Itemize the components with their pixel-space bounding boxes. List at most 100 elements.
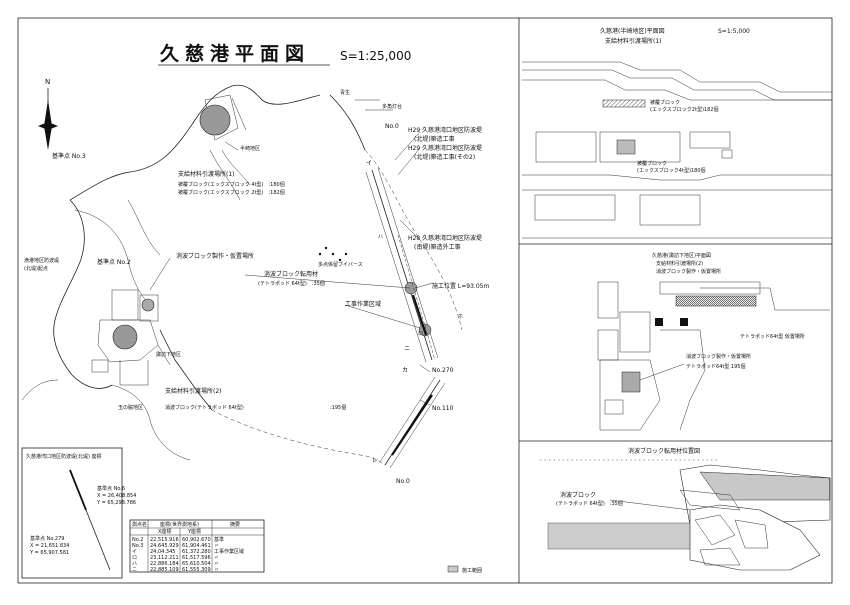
label-supply2-a: 消波ブロック(テトラポッド 64t型) [165, 404, 244, 411]
panel-hansaki: 久慈港(半崎地区)平面図 S=1:5,000 支給材料引渡場所(1) 被覆ブロッ… [522, 27, 832, 239]
table-cell: ロ [132, 555, 137, 561]
panel1-note1-a: 被覆ブロック [650, 99, 680, 106]
table-subheader-1: X座標 [158, 528, 171, 535]
main-title: 久慈港平面図 [160, 42, 310, 65]
label-h28b: (南堤)築造外工事 [414, 243, 461, 251]
coastline-west [53, 199, 113, 389]
table-cell: 61,904.461 [182, 543, 211, 549]
label-h29-2b: (北堤)築造工事(その2) [414, 153, 475, 161]
table-cell: ニ [132, 567, 137, 573]
table-cell: 23,112.211 [150, 555, 179, 561]
label-tetra64: (テトラポッド 64t型) :35個 [258, 280, 325, 287]
label-no270: No.270 [432, 367, 454, 374]
panel1-x-block-4t [616, 139, 636, 155]
south-breakwater [211, 376, 446, 469]
supply-area-1-marker [199, 104, 231, 136]
table-header-0: 測点名 [132, 521, 147, 528]
table-cell: 22,885.109 [150, 567, 179, 573]
inset-kijun279: 基準点 No.279 [30, 535, 64, 542]
panel2-title-b: 支給材料引渡場所(2) [656, 260, 703, 267]
table-cell: 61,555.309 [182, 567, 211, 573]
legend-label: 施工範囲 [462, 567, 482, 574]
panel2-note-a: テトラポッド64t型 仮置場所 [740, 333, 805, 340]
label-shouha-seisaku: 消波ブロック製作・仮置場所 [176, 252, 254, 260]
table-row: イ 24,04.345 61,372.280 工事作業区域 [132, 548, 244, 555]
label-ho: ホ [458, 314, 463, 320]
panel1-title-b: 支給材料引渡場所(1) [605, 37, 662, 45]
leader-lines [149, 99, 434, 406]
label-no0-bottom: No.0 [396, 478, 410, 485]
table-cell: 24,04.345 [150, 549, 175, 555]
panel1-x-block-2t [602, 99, 646, 108]
table-subheader-2: Y座標 [187, 528, 201, 535]
supply-area-2-marker [112, 324, 138, 350]
table-cell: 22,886.184 [150, 561, 179, 567]
panel1-title-a: 久慈港(半崎地区)平面図 [600, 27, 665, 35]
table-cell: No.3 [132, 543, 143, 549]
table-cell: 〃 [214, 561, 219, 567]
inset-title: 久慈港湾口地区防波堤(北堤) 座標 [26, 453, 102, 460]
label-kouji-area: 工事作業区域 [345, 300, 381, 308]
panel3-note-b: (テトラポッド 64t型) :35個 [556, 500, 623, 507]
table-cell: 24,645.929 [150, 543, 179, 549]
panel3-note-a: 消波ブロック [560, 491, 596, 499]
coordinate-table: 測点名 座標(世界測地系) 摘要 X座標 Y座標 No.2 22,515.916… [129, 519, 265, 573]
label-tamanou: 玉の脇地区 [118, 404, 143, 411]
inset-x6: X = 26,408.854 [97, 493, 136, 499]
label-kijunten3: 基準点 No.3 [52, 152, 86, 160]
table-cell: 65,610.504 [182, 561, 211, 567]
table-cell: 〃 [214, 543, 219, 549]
table-cell: 60,902.670 [182, 537, 211, 543]
legend: 施工範囲 [447, 565, 482, 574]
label-no110: No.110 [432, 405, 454, 412]
label-h29-1a: H29 久慈港湾口地区防波堤 [408, 126, 482, 134]
shore-south-2 [21, 379, 59, 401]
label-ni: ニ [404, 345, 410, 352]
coordinate-inset: 久慈港湾口地区防波堤(北堤) 座標 基準点 No.6 X = 26,408.85… [21, 447, 136, 579]
table-cell: No.2 [132, 537, 143, 543]
hansaki-area [199, 94, 247, 141]
inset-x279: X = 21,651.834 [30, 543, 69, 549]
panel1-note2-b: (エックスブロック4t型)180個 [637, 167, 705, 174]
legend-swatch [447, 565, 459, 573]
panel-suwa: 久慈港(諏訪下地区)平面図 支給材料引渡場所(2) 消波ブロック製作・仮置場所 … [597, 252, 830, 431]
table-row: ロ 23,112.211 61,517.596 〃 [132, 555, 219, 561]
panel2-note-c: テトラポッド64t型 195個 [686, 363, 745, 370]
label-buoy: 多点係留ブイバース [318, 261, 363, 268]
label-supply1-a: 被覆ブロック(エックスブロック 4t型) :180個 [178, 181, 285, 188]
sheet-frame [17, 17, 833, 584]
main-scale: S=1:25,000 [340, 49, 411, 63]
coastline-north [69, 84, 321, 201]
panel3-breakwater [547, 522, 719, 550]
shore-south [111, 384, 191, 461]
label-i: イ [366, 160, 372, 167]
panel1-note2-a: 被覆ブロック [637, 160, 667, 167]
buoy-berth-marks [318, 246, 348, 262]
inset-kijun6: 基準点 No.6 [97, 485, 125, 492]
label-supply2: 支給材料引渡場所(2) [165, 387, 222, 395]
north-arrow-icon: N [38, 78, 58, 150]
label-kijunten2: 基準点 No.2 [97, 258, 131, 266]
table-row: No.2 22,515.916 60,902.670 基準 [132, 536, 224, 543]
table-cell: 22,515.916 [150, 537, 179, 543]
table-cell: 〃 [214, 555, 219, 561]
panel1-scale: S=1:5,000 [718, 28, 750, 35]
panel1-note1-b: (エックスブロック2t型)182個 [650, 106, 718, 113]
label-re: レ [372, 457, 378, 464]
label-sekou-ichi: 施工位置 L=93.05m [432, 282, 489, 290]
label-supply1: 支給材料引渡場所(1) [178, 170, 235, 178]
table-cell: イ [132, 549, 137, 555]
label-aosho: 青生 [340, 89, 350, 96]
label-supply1-b: 被覆ブロック(エックスブロック 2t型) :182個 [178, 189, 285, 196]
panel-tetra-position: 消波ブロック転用材位置図 消波ブロック (テトラポッド 64t型) :35個 [540, 447, 831, 571]
panel2-supply-area [621, 371, 641, 393]
label-shouha-tenyou: 消波ブロック転用材 [264, 270, 318, 278]
label-h28a: H28 久慈港湾口地区防波堤 [408, 234, 482, 242]
north-breakwater [329, 94, 463, 363]
table-cell: 61,517.596 [182, 555, 211, 561]
table-cell: ハ [132, 561, 137, 567]
label-supply2-b: :195個 [330, 404, 346, 411]
label-hansaki: 半崎地区 [240, 145, 260, 152]
